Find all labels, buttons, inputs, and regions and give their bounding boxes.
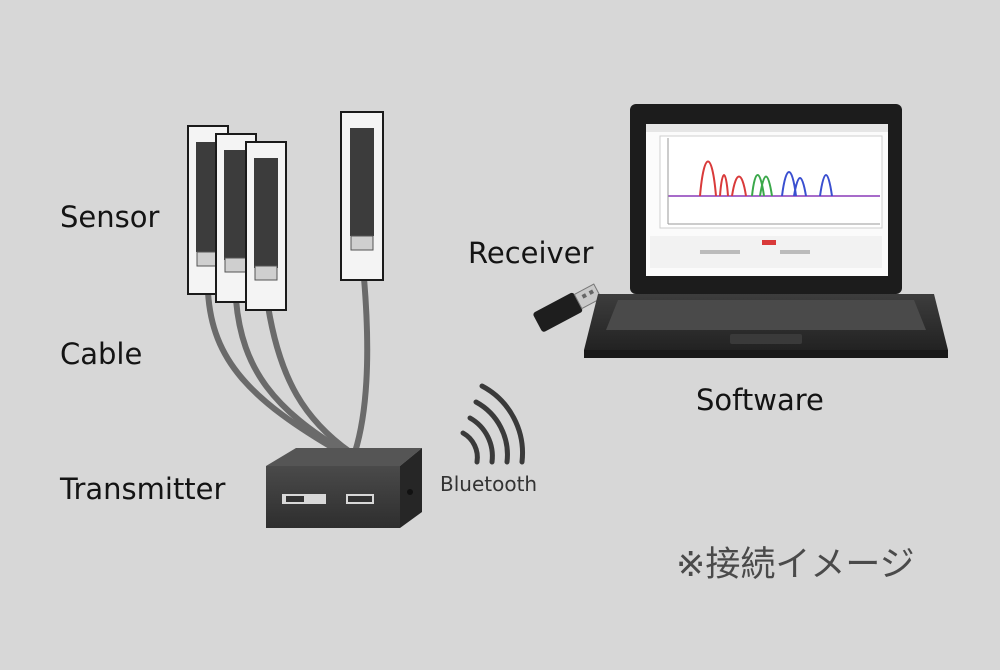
- cable-label: Cable: [60, 337, 143, 371]
- cable-3: [265, 303, 353, 455]
- transmitter-box: [266, 448, 422, 528]
- peak-blue: [781, 171, 807, 197]
- sensor-label: Sensor: [60, 200, 160, 234]
- peak-blue-2: [819, 174, 833, 197]
- laptop: [584, 104, 948, 358]
- peak-green: [751, 174, 773, 197]
- cable-2: [233, 297, 348, 455]
- software-label: Software: [696, 383, 824, 417]
- usb-receiver-dongle: [533, 283, 602, 332]
- sensor-cables: [205, 275, 371, 455]
- peak-red: [699, 160, 747, 197]
- bluetooth-signal-icon: [460, 383, 525, 465]
- sensor-strip-4: [340, 111, 384, 281]
- receiver-label: Receiver: [468, 236, 594, 270]
- cable-4: [352, 275, 371, 455]
- bluetooth-label: Bluetooth: [440, 472, 538, 496]
- cable-1: [205, 289, 343, 455]
- sensor-group: [187, 111, 384, 311]
- connection-image-note: ※接続イメージ: [676, 545, 915, 585]
- sensor-strip-3: [245, 141, 287, 311]
- transmitter-label: Transmitter: [60, 472, 226, 506]
